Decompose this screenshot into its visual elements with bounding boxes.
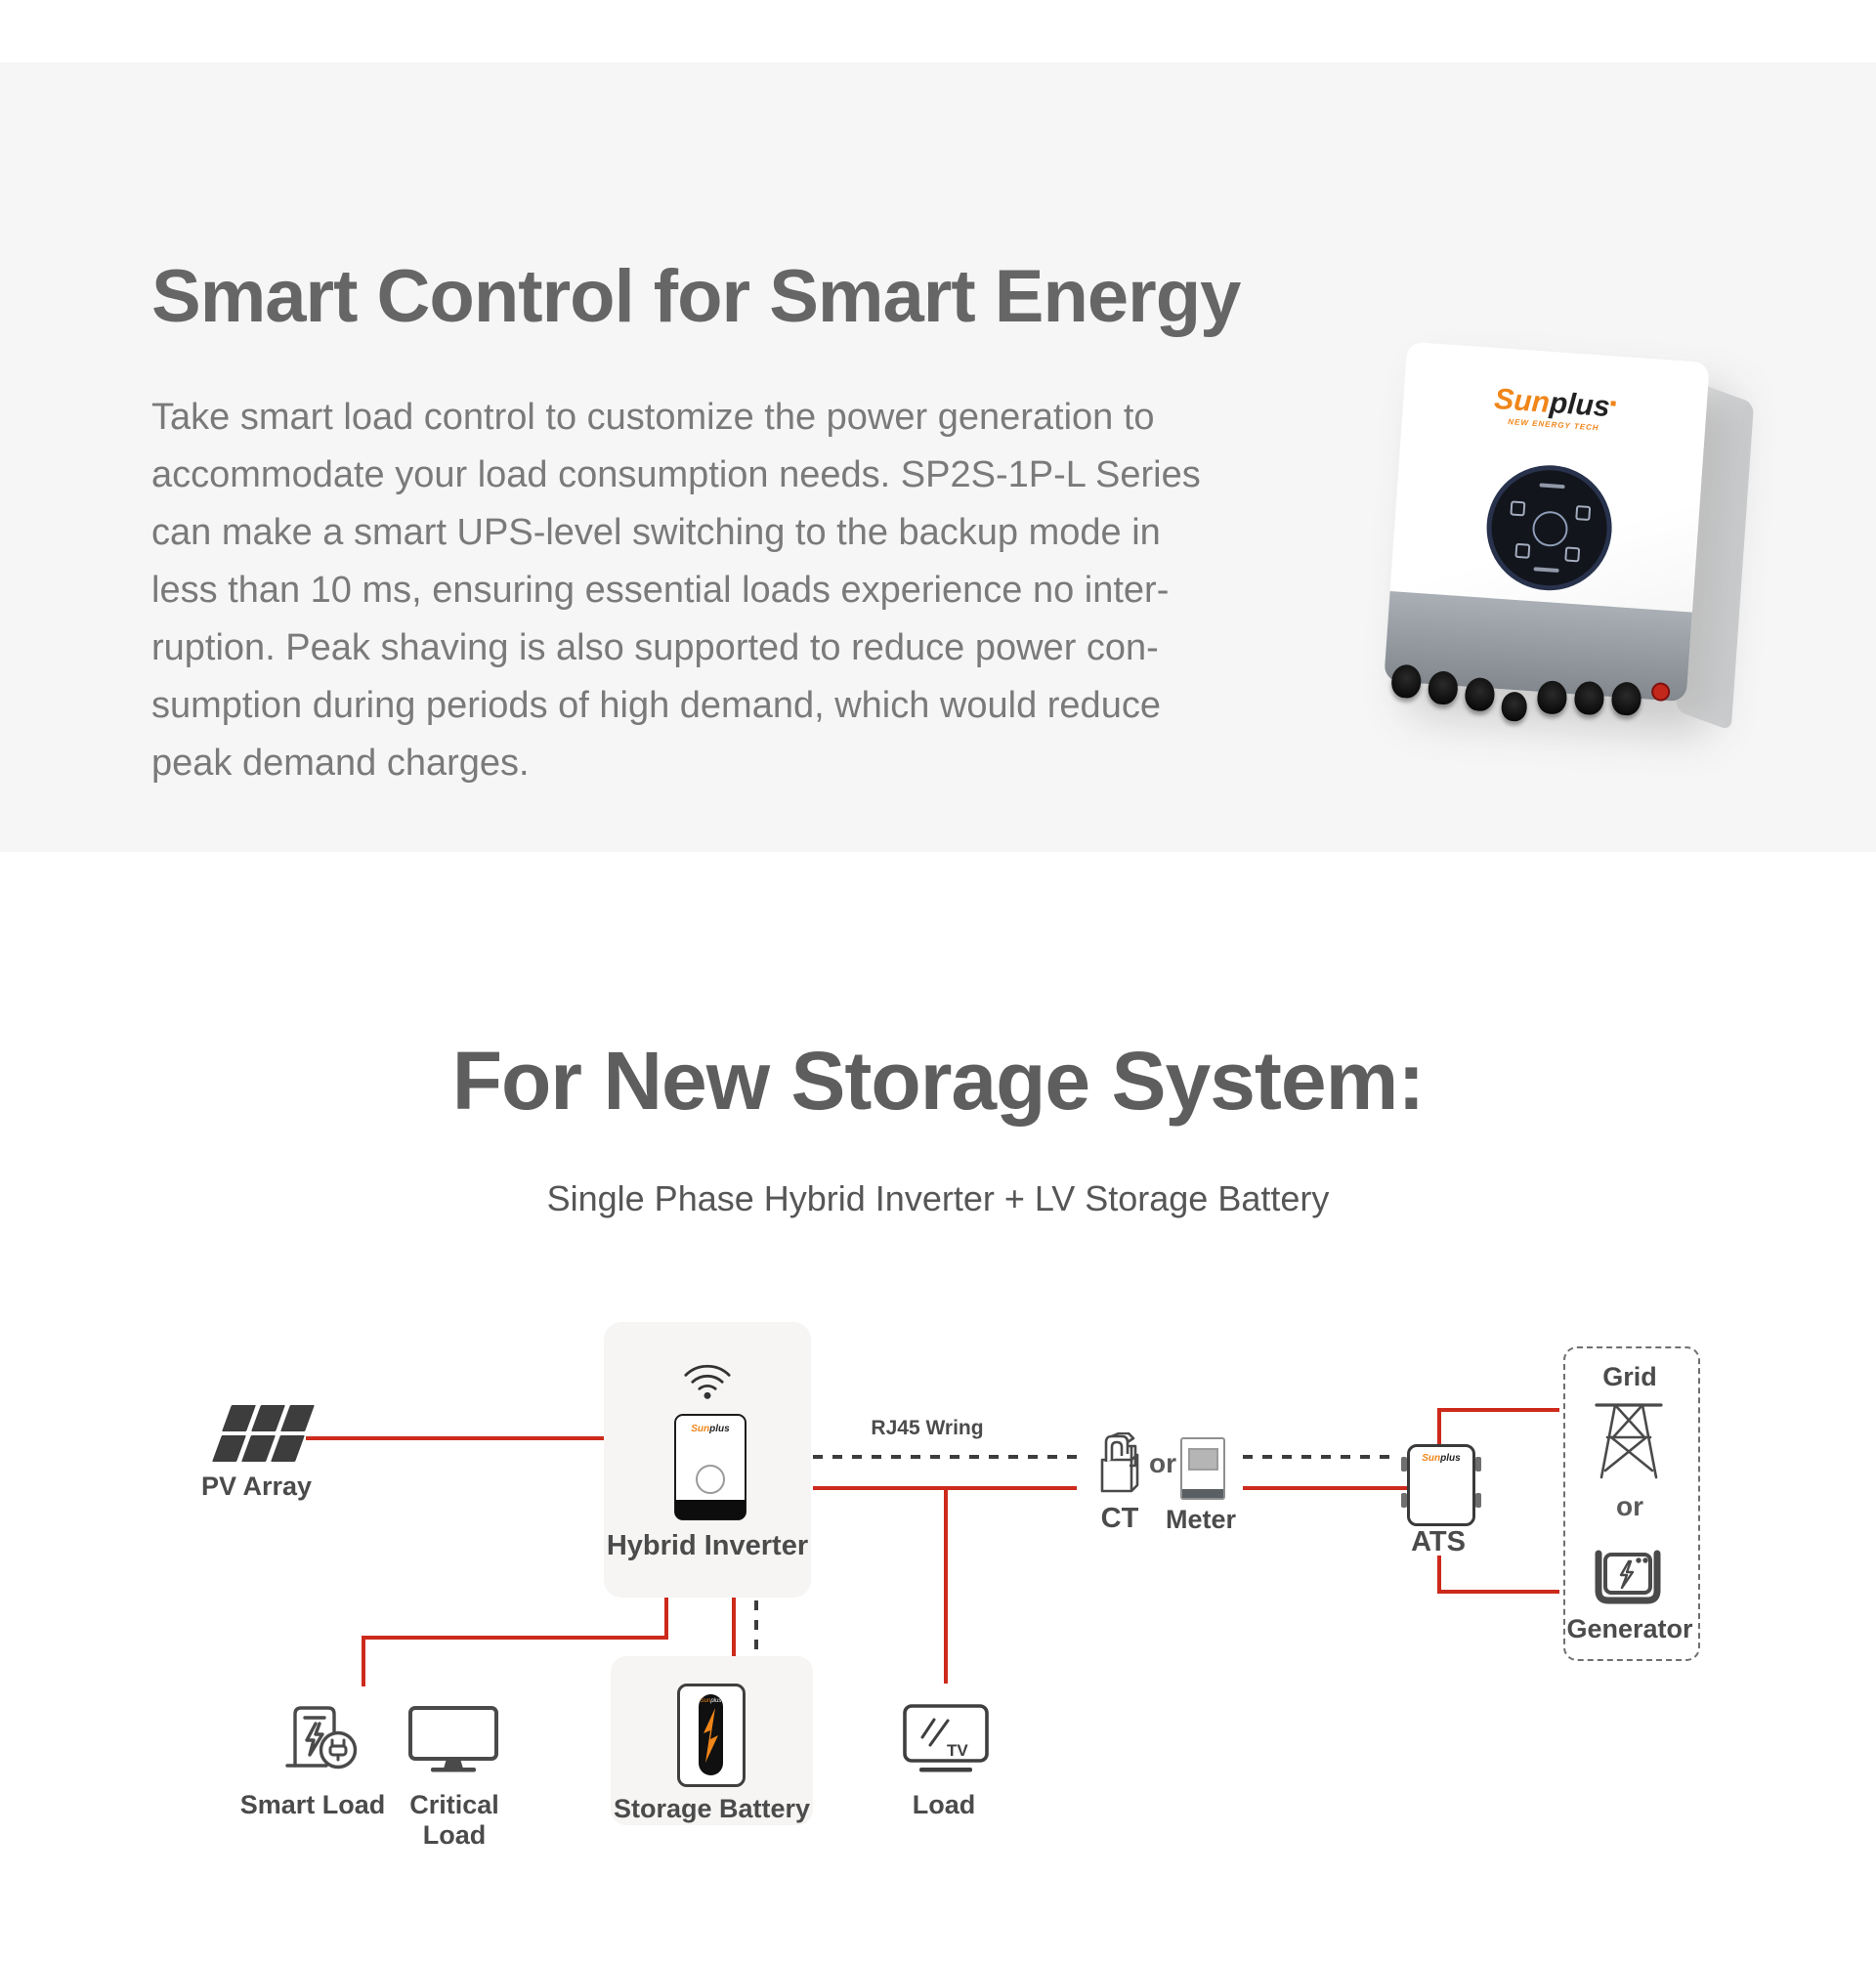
brand-sun: Sun	[1422, 1453, 1441, 1464]
hybrid-inverter-label: Hybrid Inverter	[606, 1530, 809, 1561]
inverter-ports	[1390, 342, 1710, 723]
connector-icon	[1500, 691, 1528, 723]
hero-paragraph: Take smart load control to customize the…	[151, 389, 1201, 792]
line-rj45-dashed-right	[1243, 1455, 1397, 1459]
hybrid-inverter-card: Sunplus	[604, 1322, 811, 1598]
pv-panel	[251, 1405, 285, 1431]
battery-cell: Sunplus	[699, 1694, 723, 1775]
ats-box-icon: Sunplus	[1401, 1444, 1481, 1526]
display-icon	[1514, 542, 1531, 559]
critical-load-label: Critical Load	[409, 1790, 499, 1851]
meter-icon	[1180, 1437, 1225, 1500]
pv-panel	[222, 1405, 256, 1431]
storage-battery-label: Storage Battery	[613, 1794, 811, 1823]
battery-flash-icon	[704, 1708, 718, 1763]
battery-icon: Sunplus	[677, 1684, 746, 1787]
display-bottom-readout	[1533, 567, 1559, 573]
ct-clamp-icon	[1100, 1432, 1139, 1493]
or-label-ct-meter: or	[1149, 1448, 1176, 1478]
line-inverter-down-left	[664, 1598, 668, 1640]
line-ats-to-generator	[1437, 1590, 1559, 1594]
paragraph-line: ruption. Peak shaving is also supported …	[151, 627, 1159, 668]
grid-tower-icon	[1595, 1403, 1663, 1479]
paragraph-line: sumption during periods of high demand, …	[151, 685, 1161, 726]
sunplus-logo: Sunplus NEW ENERGY TECH	[1402, 379, 1707, 441]
line-ats-down	[1437, 1556, 1441, 1594]
brand-sun: Sun	[700, 1698, 711, 1704]
line-inverter-to-battery	[732, 1598, 736, 1658]
paragraph-line: less than 10 ms, ensuring essential load…	[151, 570, 1170, 611]
generator-icon	[1595, 1550, 1661, 1604]
grid-label: Grid	[1602, 1362, 1657, 1391]
line-drop-to-load	[944, 1488, 948, 1684]
ats-tab	[1401, 1493, 1407, 1508]
load-label: Load	[912, 1790, 976, 1819]
display-icon	[1575, 505, 1592, 522]
ats-tab	[1475, 1457, 1481, 1472]
inverter-display	[1482, 460, 1616, 595]
device-base	[675, 1500, 746, 1519]
load-tv-icon	[903, 1704, 989, 1772]
brand-plus: plus	[1548, 386, 1611, 424]
storage-section-title: For New Storage System:	[451, 1035, 1426, 1127]
sunplus-mini-logo: Sunplus	[676, 1425, 745, 1434]
sunplus-mini-logo: Sunplus	[1410, 1454, 1472, 1464]
line-to-loads	[362, 1636, 668, 1640]
paragraph-line: peak demand charges.	[151, 743, 530, 784]
hybrid-inverter-device-icon: Sunplus	[674, 1414, 746, 1520]
page-title: Smart Control for Smart Energy	[151, 255, 1241, 338]
pv-panel	[241, 1435, 276, 1462]
paragraph-line: Take smart load control to customize the…	[151, 397, 1155, 438]
brand-sun: Sun	[1493, 382, 1552, 419]
storage-section-subtitle: Single Phase Hybrid Inverter + LV Storag…	[546, 1178, 1330, 1218]
rj45-wiring-label: RJ45 Wring	[871, 1417, 984, 1439]
pv-panel	[280, 1405, 315, 1431]
display-top-readout	[1539, 483, 1565, 490]
ats-tab	[1475, 1493, 1481, 1508]
paragraph-line: accommodate your load consumption needs.…	[151, 454, 1201, 495]
ats-tab	[1401, 1457, 1407, 1472]
meter-screen	[1188, 1448, 1218, 1471]
display-icon	[1510, 500, 1526, 517]
generator-label: Generator	[1566, 1614, 1693, 1643]
line-pv-to-inverter	[306, 1436, 604, 1440]
smart-load-icon	[285, 1706, 358, 1770]
wifi-icon	[684, 1364, 731, 1399]
line-drop-to-smart-load	[362, 1636, 365, 1686]
brand-square-icon	[1610, 401, 1616, 406]
brand-plus: plus	[709, 1424, 730, 1434]
line-rj45-dashed-left	[813, 1455, 1078, 1459]
inverter-body: Sunplus NEW ENERGY TECH	[1384, 341, 1710, 723]
brand-plus: plus	[710, 1698, 722, 1704]
line-ats-to-grid	[1437, 1408, 1559, 1412]
pv-array-label: PV Array	[200, 1472, 313, 1501]
tv-text: TV	[947, 1741, 968, 1760]
line-meter-to-ats	[1243, 1486, 1409, 1490]
line-battery-comm-dashed	[754, 1600, 758, 1651]
pv-array-icon	[212, 1405, 315, 1462]
storage-battery-card: Sunplus	[611, 1656, 813, 1825]
inverter-product-image: Sunplus NEW ENERGY TECH	[1376, 341, 1778, 784]
device-dial-icon	[696, 1465, 725, 1494]
critical-load-icon	[408, 1706, 498, 1772]
brand-sun: Sun	[691, 1424, 710, 1434]
display-icon	[1564, 546, 1581, 563]
paragraph-line: can make a smart UPS-level switching to …	[151, 512, 1161, 553]
grid-generator-box	[1563, 1346, 1700, 1661]
pv-panel	[271, 1435, 305, 1462]
display-center-ring	[1531, 510, 1569, 548]
smart-load-label: Smart Load	[239, 1790, 386, 1819]
brand-plus: plus	[1440, 1453, 1461, 1464]
line-ats-up	[1437, 1408, 1441, 1448]
sunplus-micro-logo: Sunplus	[699, 1698, 723, 1704]
hero-section: Smart Control for Smart Energy Take smar…	[0, 63, 1876, 852]
meter-label: Meter	[1165, 1505, 1237, 1534]
ats-label: ATS	[1411, 1526, 1466, 1557]
meter-base	[1182, 1489, 1223, 1498]
or-label-grid-generator: or	[1616, 1491, 1643, 1521]
ct-label: CT	[1100, 1503, 1139, 1534]
pv-panel	[212, 1435, 246, 1462]
